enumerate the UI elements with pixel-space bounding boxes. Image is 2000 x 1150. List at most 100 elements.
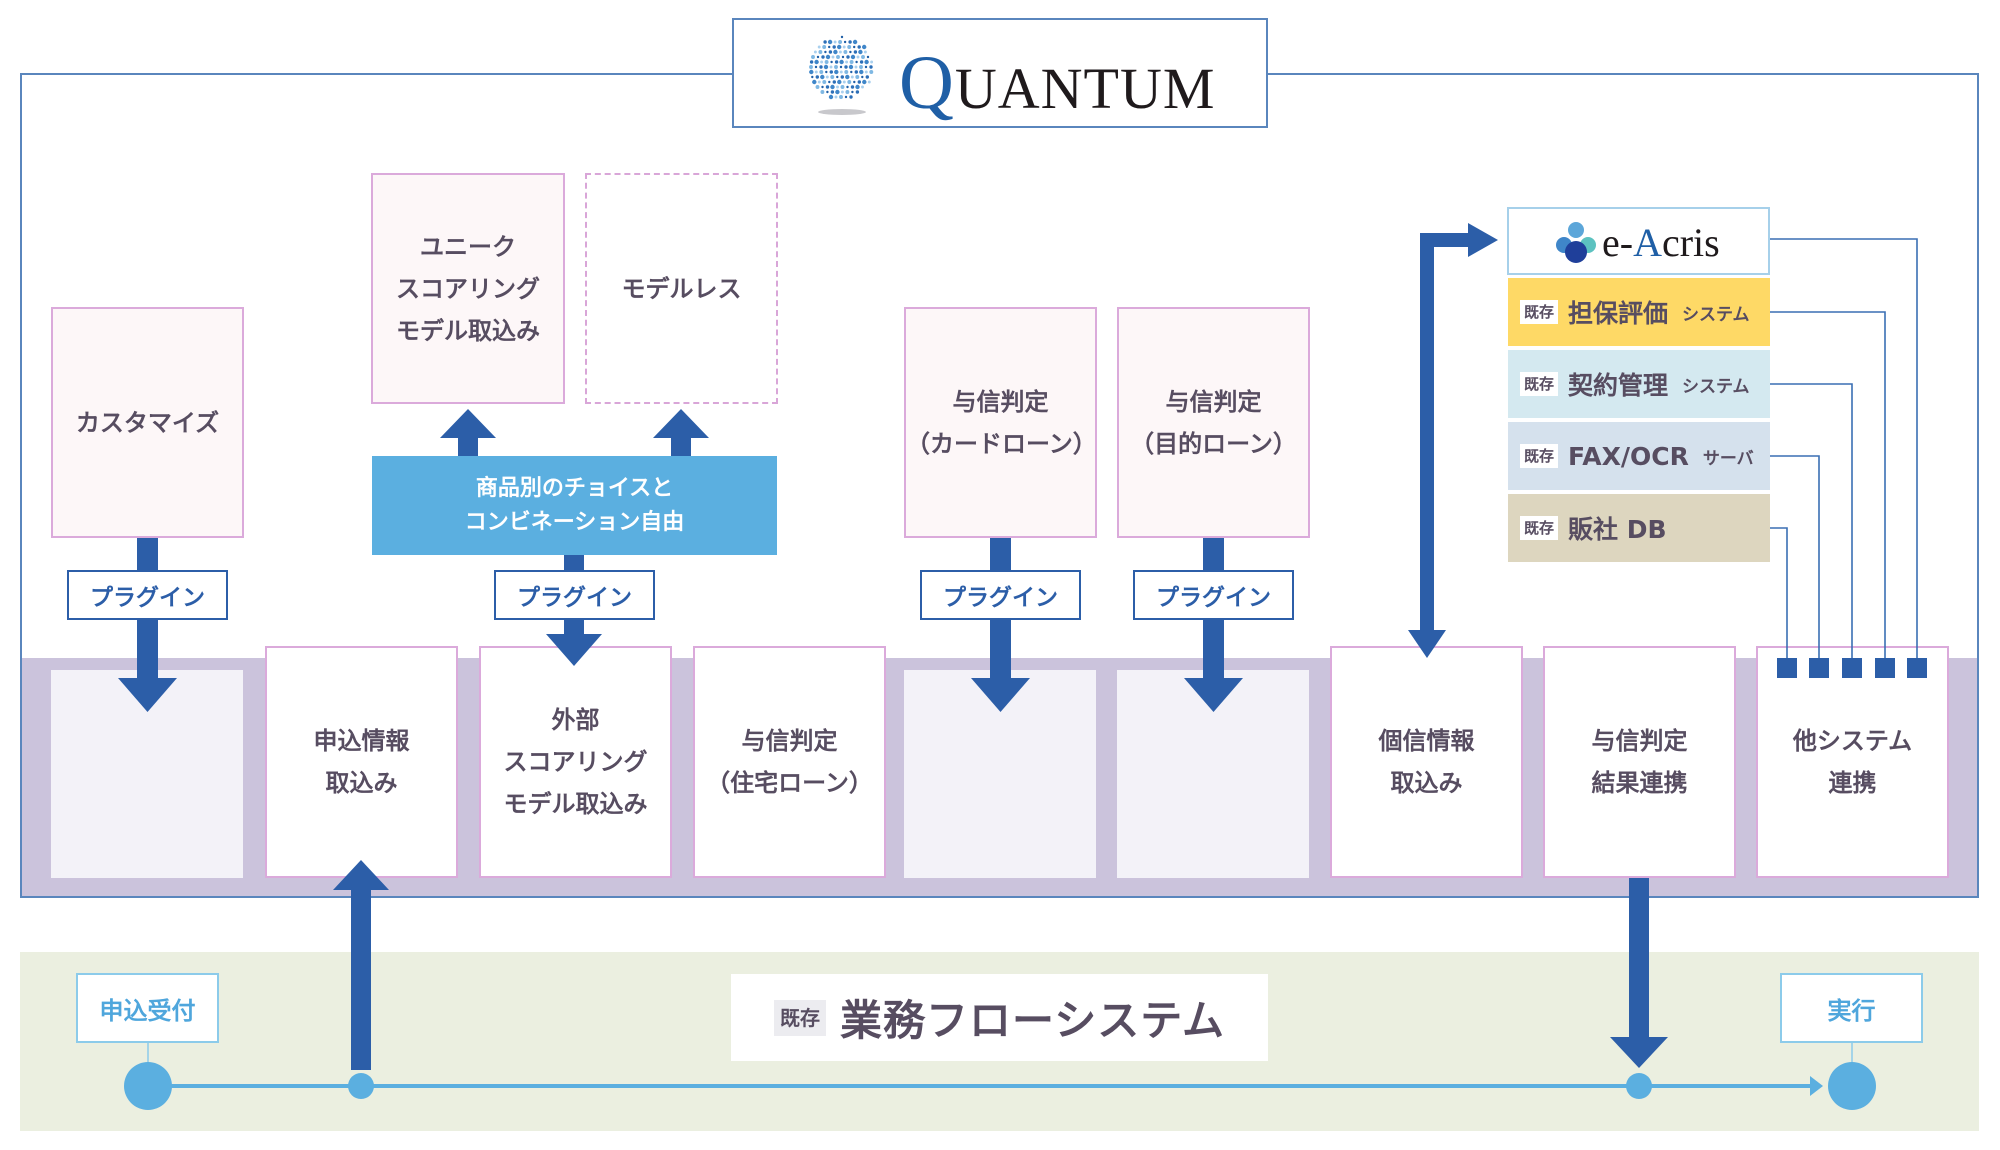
sphere-dot (864, 65, 868, 69)
sphere-dot (861, 85, 864, 89)
port-3 (1842, 658, 1862, 678)
sphere-dot (842, 45, 846, 49)
plugin-unique-scoring[interactable]: ユニーク スコアリング モデル取込み (371, 173, 565, 404)
system-name: FAX/OCR (1568, 441, 1689, 471)
sphere-dot (820, 74, 825, 80)
sphere-dot (856, 55, 860, 59)
existing-badge: 既存 (1520, 300, 1559, 324)
plugin-unique-scoring-label: ユニーク スコアリング モデル取込み (396, 232, 540, 345)
system-contract-mgmt[interactable]: 既存 契約管理システム (1508, 350, 1770, 418)
sphere-dot (821, 55, 825, 59)
flow-step-application-received[interactable]: 申込受付 (76, 973, 219, 1043)
module-result-link[interactable]: 与信判定 結果連携 (1543, 646, 1736, 878)
business-flow-title-text: 業務フローシステム (840, 996, 1225, 1045)
sphere-dot (834, 69, 839, 75)
plugin-modelless[interactable]: モデルレス (585, 173, 778, 404)
sphere-dot (833, 49, 838, 55)
sphere-dot (811, 75, 814, 79)
module-credit-info-import[interactable]: 個信情報 取込み (1330, 646, 1523, 878)
sphere-dot (859, 69, 864, 75)
sphere-dot (834, 95, 838, 99)
sphere-dot (839, 59, 844, 65)
sphere-dot (861, 75, 864, 79)
sphere-dot (842, 80, 846, 84)
sphere-dot (814, 70, 818, 74)
sphere-dot (853, 45, 856, 49)
sphere-dot (850, 75, 854, 79)
sphere-dot (844, 65, 848, 69)
arrow-application-up (333, 860, 389, 1070)
sphere-dot (822, 45, 827, 49)
sphere-dot (820, 60, 824, 64)
sphere-dot (869, 70, 874, 74)
plugin-label-customize: プラグイン (67, 570, 228, 620)
product-combination-label: 商品別のチョイスと コンビネーション自由 (464, 475, 685, 535)
existing-badge: 既存 (774, 999, 827, 1036)
sphere-dot (848, 64, 854, 70)
flow-step-execution[interactable]: 実行 (1780, 973, 1923, 1043)
sphere-dot (854, 65, 858, 69)
plugin-card-loan-label: 与信判定 （カードローン） (906, 387, 1097, 458)
sphere-dot (839, 70, 843, 74)
sphere-dot (838, 40, 843, 44)
flow-end-label: 実行 (1827, 996, 1876, 1025)
sphere-dot (865, 75, 869, 79)
plugin-purpose-loan[interactable]: 与信判定 （目的ローン） (1117, 307, 1310, 538)
sphere-dot (825, 70, 828, 74)
arrow-result-down (1610, 878, 1668, 1068)
module-external-scoring[interactable]: 外部 スコアリング モデル取込み (479, 646, 672, 878)
existing-badge: 既存 (1520, 444, 1559, 468)
sphere-dot (840, 85, 845, 89)
system-name: 販社 DB (1568, 515, 1667, 544)
plugin-card-loan[interactable]: 与信判定 （カードローン） (904, 307, 1097, 538)
port-1 (1777, 658, 1797, 678)
business-flow-line (124, 1043, 1876, 1110)
plugin-label-text: プラグイン (943, 585, 1058, 611)
sphere-dot (821, 85, 824, 89)
system-collateral-eval[interactable]: 既存 担保評価システム (1508, 278, 1770, 346)
module-application-import[interactable]: 申込情報 取込み (265, 646, 458, 878)
e-acris-a: A (1633, 220, 1662, 265)
sphere-dot (849, 50, 852, 54)
sphere-dot (832, 80, 836, 84)
sphere-dot (828, 50, 833, 54)
e-acris-molecule-icon (1556, 222, 1596, 263)
sphere-dot (852, 39, 858, 45)
plugin-label-purpose-loan: プラグイン (1133, 570, 1294, 620)
system-suffix: サーバ (1702, 448, 1754, 469)
module-other-system-link-label: 他システム 連携 (1792, 727, 1913, 797)
sphere-dot (864, 59, 869, 65)
sphere-dot (811, 55, 815, 59)
sphere-dot (825, 85, 830, 89)
flow-node-result (1626, 1073, 1652, 1099)
sphere-dot (814, 65, 818, 69)
sphere-dot (837, 44, 842, 50)
sphere-dot (859, 65, 863, 69)
sphere-dot (832, 45, 836, 49)
sphere-dot (830, 60, 833, 64)
sphere-dot (819, 70, 824, 74)
sphere-dot (824, 50, 827, 54)
flow-node-application (348, 1073, 374, 1099)
sphere-dot (858, 49, 863, 55)
sphere-dot (845, 60, 849, 64)
sphere-dot (844, 95, 848, 99)
system-fax-ocr[interactable]: 既存 FAX/OCR サーバ (1508, 422, 1770, 490)
sphere-dot (833, 40, 837, 44)
system-dealer-db[interactable]: 既存 販社 DB (1508, 494, 1770, 562)
plugin-label-text: プラグイン (90, 585, 205, 611)
sphere-dot (855, 90, 860, 94)
sphere-dot (819, 65, 823, 69)
sphere-dot (840, 35, 844, 39)
existing-badge: 既存 (1520, 372, 1559, 396)
connector-eacris (1770, 238, 1918, 660)
sphere-dot (843, 50, 848, 54)
sphere-dot (850, 85, 855, 89)
sphere-dot (812, 79, 817, 85)
arrow-customize-down (118, 538, 177, 712)
module-housing-loan[interactable]: 与信判定 （住宅ローン） (693, 646, 886, 878)
sphere-dot (851, 90, 854, 94)
plugin-customize[interactable]: カスタマイズ (51, 307, 244, 538)
sphere-dot (862, 44, 867, 50)
sphere-dot (853, 80, 856, 84)
